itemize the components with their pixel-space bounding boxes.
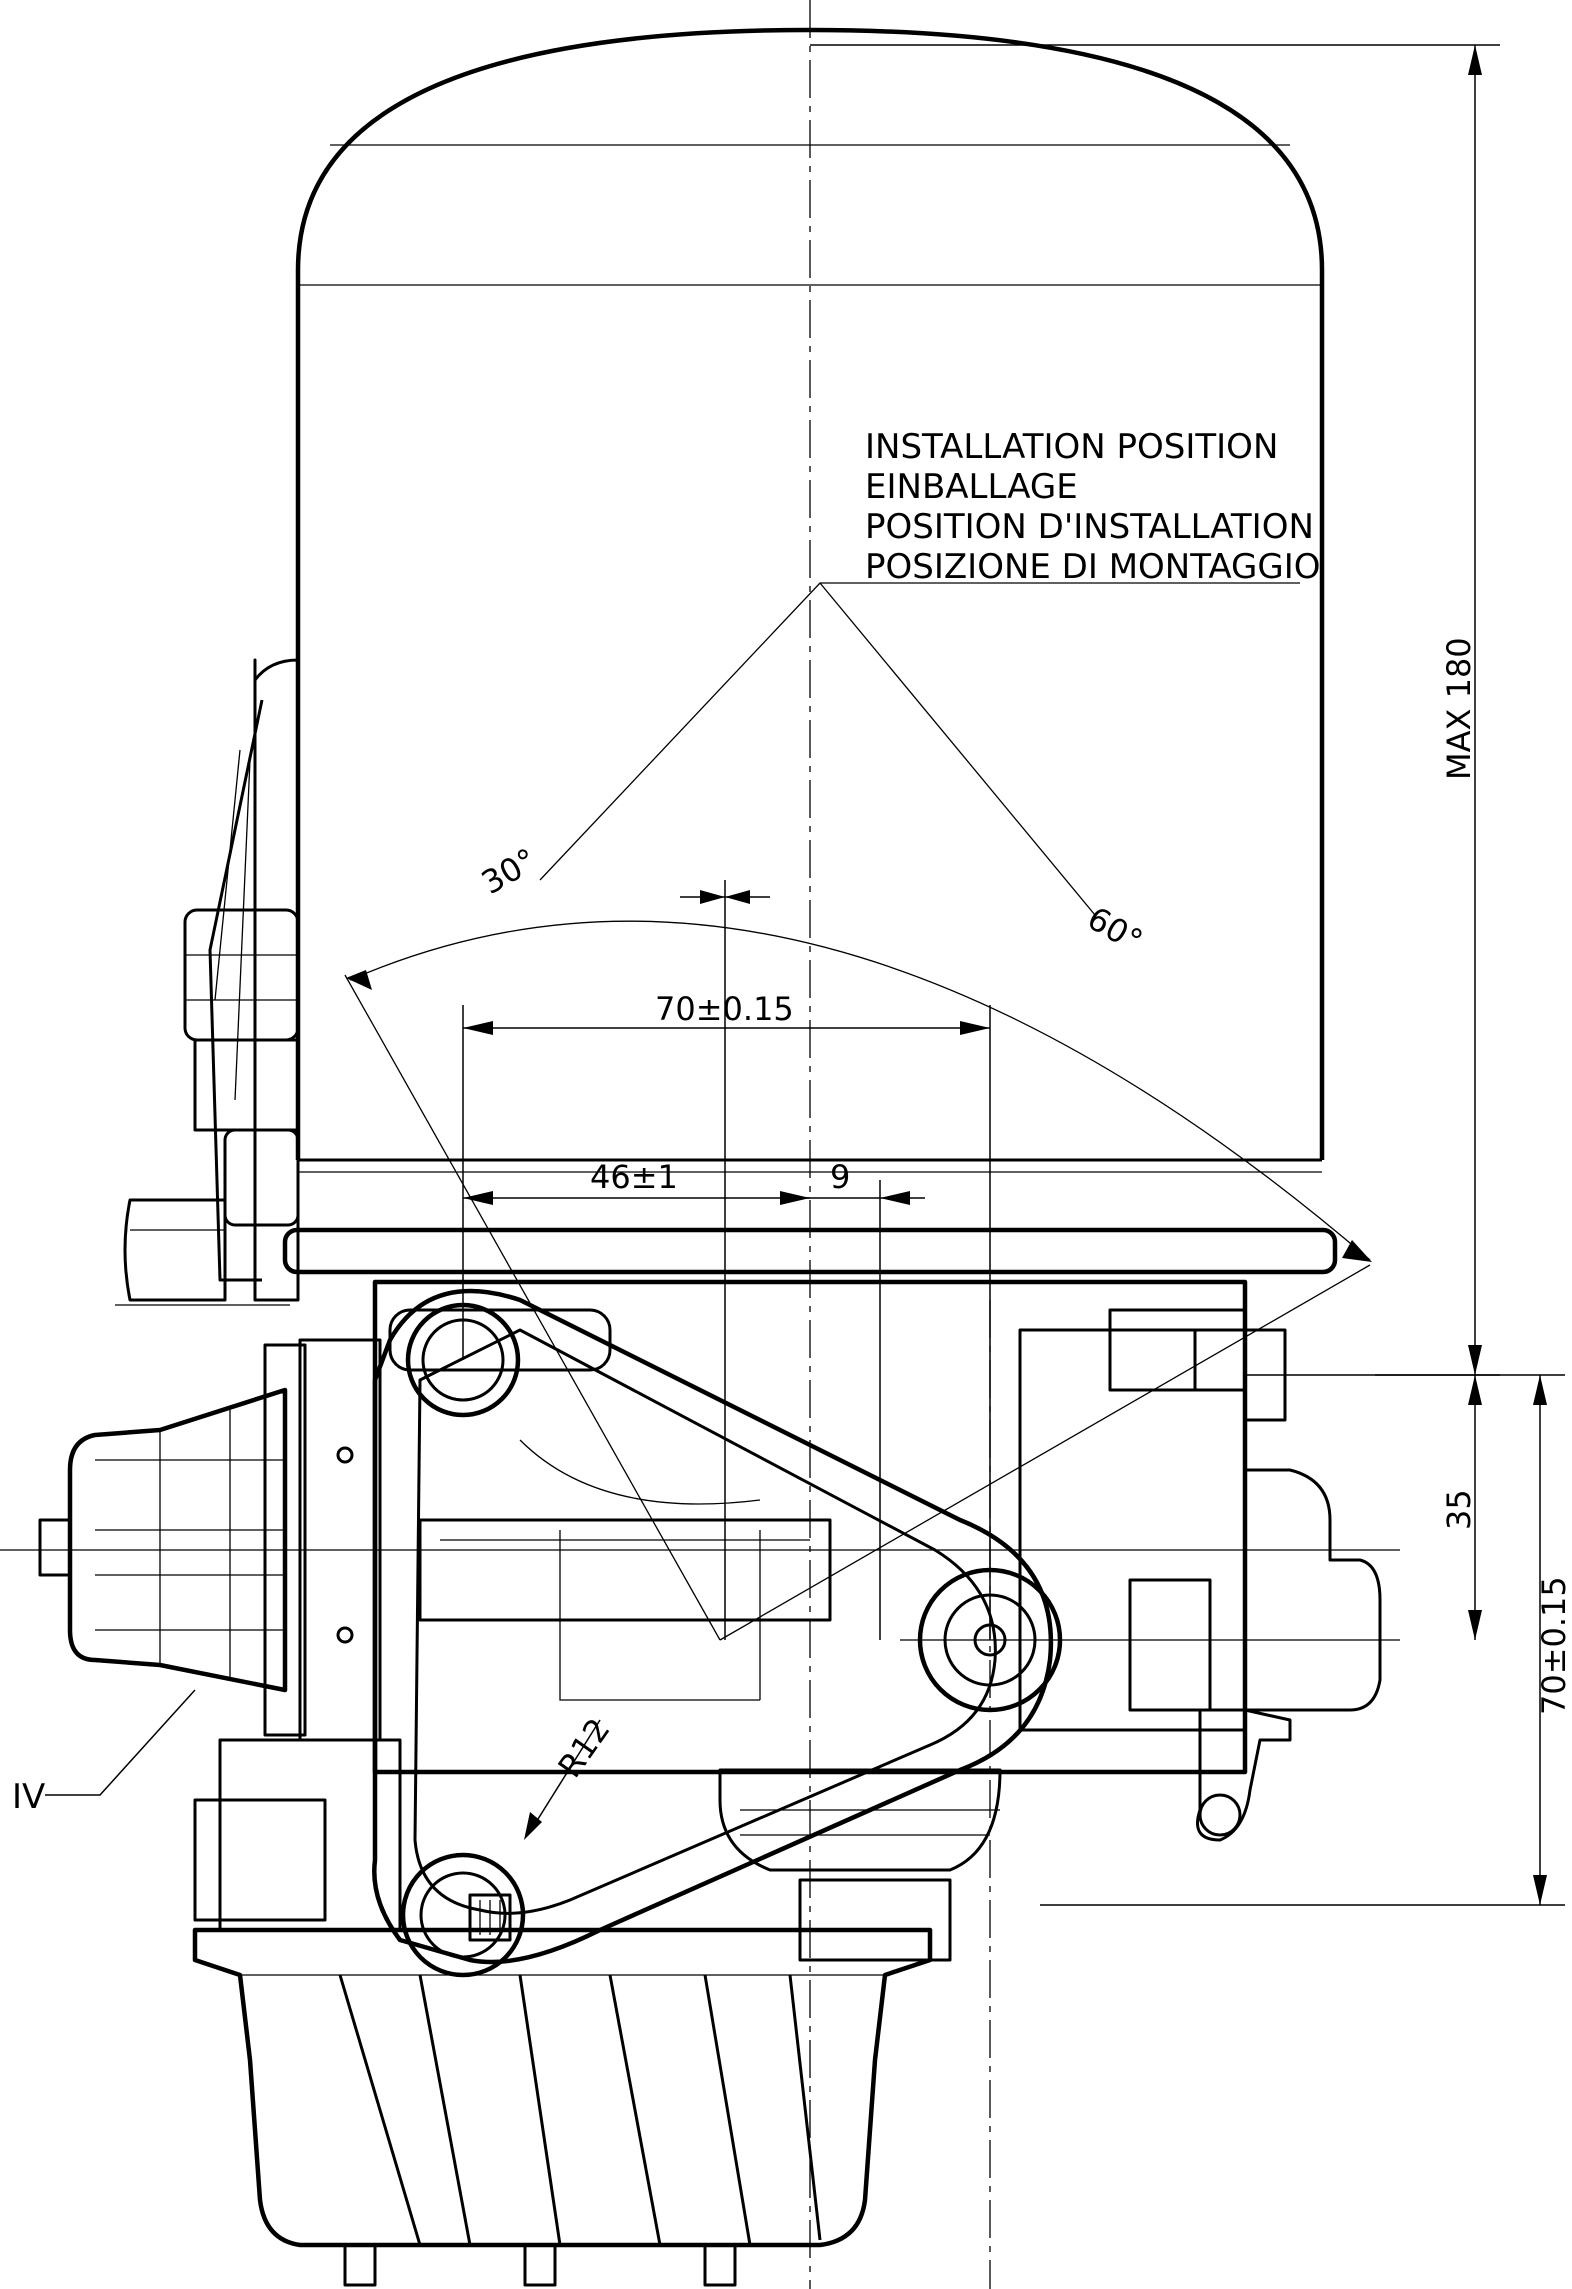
- note-block: INSTALLATION POSITION EINBALLAGE POSITIO…: [865, 427, 1321, 587]
- dimension-lines: [45, 44, 1565, 1906]
- right-fittings: [1018, 1308, 1382, 1842]
- left-valve-assembly: [123, 658, 300, 1302]
- mounting-bracket: [372, 1288, 1063, 1978]
- note-line-de: EINBALLAGE: [865, 467, 1078, 507]
- dim-70-horizontal: 70±0.15: [655, 990, 794, 1028]
- dim-46: 46±1: [590, 1158, 678, 1196]
- dim-35: 35: [1440, 1489, 1478, 1530]
- note-line-en: INSTALLATION POSITION: [865, 427, 1278, 467]
- note-line-it: POSIZIONE DI MONTAGGIO: [865, 547, 1321, 587]
- angle-construction: [344, 582, 1372, 1641]
- lower-housing: [192, 1768, 1002, 2287]
- left-cone-valve: [38, 1338, 382, 1742]
- dim-70-vertical: 70±0.15: [1535, 1576, 1572, 1715]
- angle-60-label: 60°: [1081, 899, 1149, 960]
- dim-9: 9: [830, 1158, 850, 1196]
- view-marker-iv: IV: [12, 1777, 45, 1817]
- angle-30-label: 30°: [475, 841, 543, 902]
- center-lines: [0, 0, 1400, 2289]
- main-valve-body: [193, 1279, 1248, 1932]
- dim-max-180: MAX 180: [1440, 637, 1478, 780]
- note-line-fr: POSITION D'INSTALLATION: [865, 507, 1314, 547]
